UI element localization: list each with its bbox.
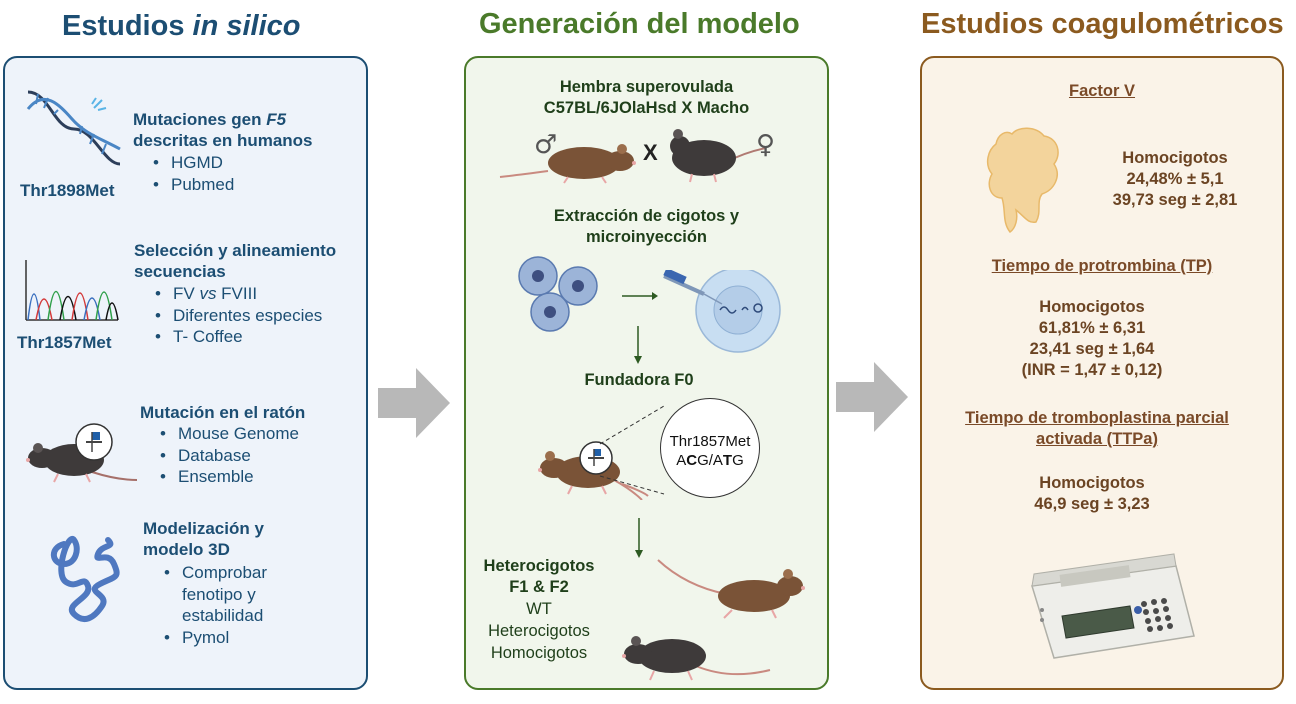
ttpa-results: Homocigotos 46,9 seg ± 3,23 [1034,474,1150,513]
mouse-icon [670,129,767,183]
codon-mutation-label: Thr1857Met [669,433,751,450]
block1-heading: Mutaciones gen F5 descritas en humanos [133,110,313,150]
step2-text: Extracción de cigotos y microinyección [553,207,740,246]
codon-zoom-circle [660,398,760,498]
mouse-icon [26,423,138,483]
genotype-list: WT Heterocigotos Homocigotos [478,598,600,664]
block2-heading: Selección y alineamiento secuencias [134,241,337,281]
arrow-right-icon [378,368,450,438]
zygote-icon [518,256,598,332]
mouse-icon [538,441,649,500]
list-item: Database [160,445,299,467]
tp-title: Tiempo de protrombina (TP) [991,257,1213,275]
arrow-right-icon [836,362,908,432]
block3-list: Mouse Genome Database Ensemble [160,423,299,488]
list-item: FV vs FVIII [155,283,322,305]
block4-heading: Modelización y modelo 3D [143,519,264,559]
coag-title: Estudios coagulométricos [921,8,1284,40]
list-item: Pymol [164,627,267,649]
list-item: Ensemble [160,466,299,488]
list-item: Diferentes especies [155,305,322,327]
model-title: Generación del modelo [479,8,800,40]
block2-list: FV vs FVIII Diferentes especies T- Coffe… [155,283,322,348]
tp-results: Homocigotos 61,81% ± 6,31 23,41 seg ± 1,… [1021,298,1163,379]
genotype-item: WT [526,600,552,618]
arrow-right-icon [622,292,658,300]
fv-title: Factor V [1068,82,1136,100]
list-item: Pubmed [153,174,234,196]
genotype-item: Homocigotos [490,644,588,662]
founder-label: Fundadora F0 [584,371,694,389]
step1-text: Hembra superovulada C57BL/6JOlaHsd X Mac… [543,78,750,117]
mouse-icon [499,144,636,184]
block1-list: HGMD Pubmed [153,152,234,195]
female-symbol: ♀ [756,130,776,160]
chromatogram-icon [25,260,119,321]
dna-variant-label: Thr1898Met [20,181,115,200]
mouse-icon [657,559,805,619]
dna-icon [26,90,121,166]
microinjection-icon [663,270,781,353]
arrow-down-icon [635,518,643,558]
block3-heading: Mutación en el ratón [140,403,306,422]
cross-symbol: X [643,140,658,165]
coagulometer-icon [1031,553,1195,659]
list-item: T- Coffee [155,326,322,348]
chromatogram-variant-label: Thr1857Met [17,333,112,352]
genotype-item: Heterocigotos [488,622,590,640]
zoom-connector [599,405,665,495]
hetero-heading: Heterocigotos F1 & F2 [483,557,595,596]
ttpa-title: Tiempo de tromboplastina parcial activad… [965,409,1229,448]
list-item: HGMD [153,152,234,174]
insilico-title: Estudios in silico [62,10,301,42]
codon-change-label: ACG/ATG [676,452,744,469]
fv-results: Homocigotos 24,48% ± 5,1 39,73 seg ± 2,8… [1112,149,1238,209]
factor-v-protein-icon [986,127,1059,234]
arrow-down-icon [634,326,642,364]
male-symbol: ♂ [534,130,558,160]
list-item: Mouse Genome [160,423,299,445]
protein-3d-icon [50,536,120,623]
mouse-icon [622,636,771,681]
